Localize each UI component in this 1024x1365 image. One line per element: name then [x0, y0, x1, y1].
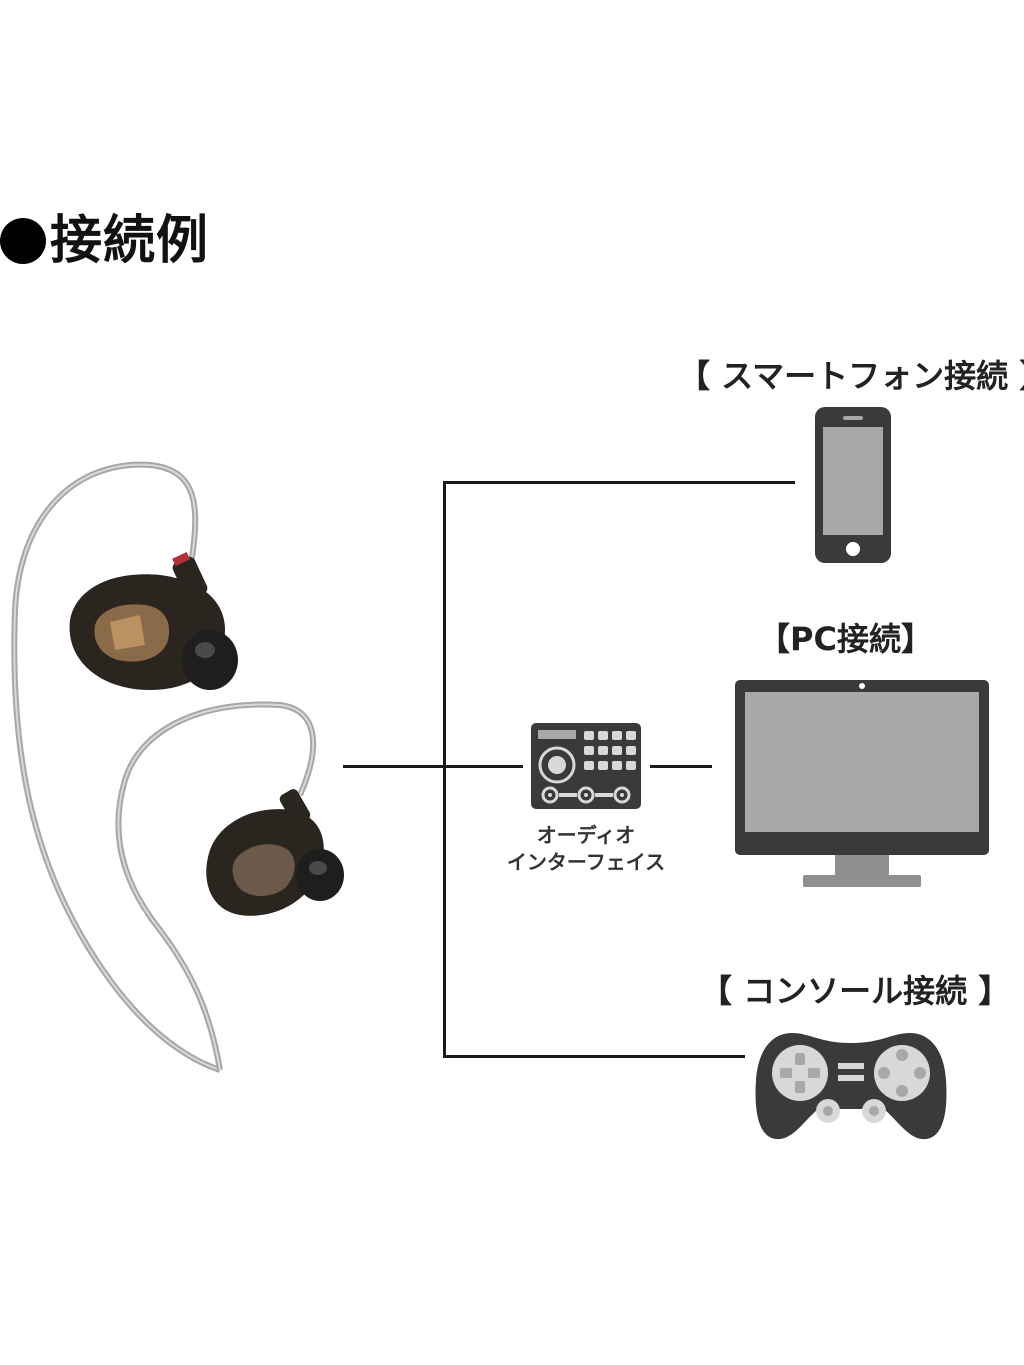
connector-line-to-pc: [650, 765, 712, 768]
pc-label: 【PC接続】: [758, 620, 933, 658]
interface-label: オーディオ インターフェイス: [496, 822, 676, 876]
audio-interface-icon: [531, 723, 641, 809]
connector-line-from-earphones: [343, 765, 445, 768]
connector-line-to-smartphone: [443, 481, 795, 484]
heading-bullet-icon: [0, 218, 46, 264]
console-label: 【 コンソール接続 】: [700, 972, 1011, 1010]
heading-title: 接続例: [50, 211, 210, 271]
interface-label-line2: インターフェイス: [506, 850, 666, 874]
smartphone-label: 【 スマートフォン接続 】: [678, 357, 1024, 395]
connector-trunk-vertical: [443, 481, 446, 1057]
smartphone-icon: [815, 407, 891, 563]
earphones-image: [11, 461, 344, 1073]
monitor-icon: [735, 680, 989, 887]
connector-line-to-console: [443, 1055, 745, 1058]
connector-line-to-interface: [443, 765, 523, 768]
interface-label-line1: オーディオ: [536, 823, 636, 847]
gamepad-icon: [755, 1033, 947, 1140]
section-heading: 接続例: [0, 215, 209, 267]
